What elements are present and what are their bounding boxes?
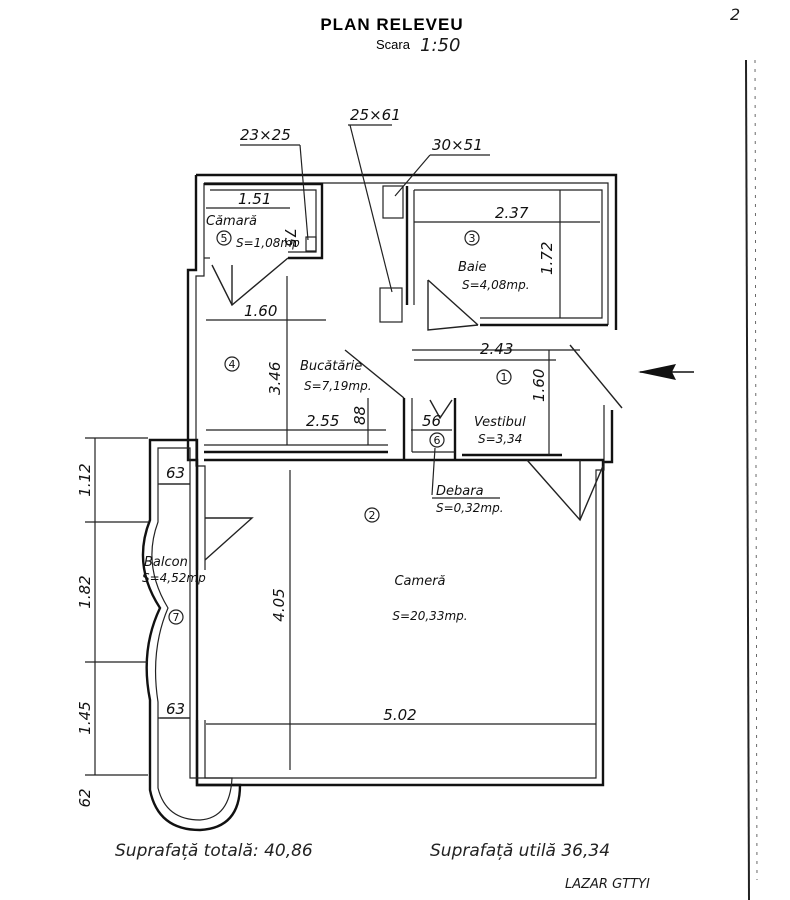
opening-right-label: 30×51 xyxy=(432,136,483,154)
room-5-area: S=1,08mp xyxy=(236,236,300,250)
room-3-area: S=4,08mp. xyxy=(462,278,530,292)
room-4-area: S=7,19mp. xyxy=(304,379,372,393)
room-7-name: Balcon xyxy=(144,555,188,570)
room-6-area: S=0,32mp. xyxy=(436,501,504,515)
scale-label: Scara xyxy=(376,37,411,52)
dim-left-2: 1.82 xyxy=(76,575,94,608)
dim-balcon-bottom: 63 xyxy=(166,700,185,718)
room-number-circles xyxy=(168,230,512,625)
room-3-name: Baie xyxy=(458,260,487,275)
dim-kitchen-width: 2.55 xyxy=(306,412,339,430)
baie-walls xyxy=(379,185,608,327)
room-6-number: 6 xyxy=(434,434,441,447)
scale-value: 1:50 xyxy=(420,35,460,56)
room-4-name: Bucătărie xyxy=(300,359,362,374)
door-swings xyxy=(204,257,623,561)
corner-mark: 2 xyxy=(730,5,740,24)
camara-walls xyxy=(204,182,324,260)
dim-camera-height: 4.05 xyxy=(270,588,288,621)
signature: LAZAR GTTYI xyxy=(565,877,650,892)
room-1-name: Vestibul xyxy=(474,415,526,430)
opening-left-label: 23×25 xyxy=(240,126,291,144)
room-5-number: 5 xyxy=(221,232,228,245)
room-2-number: 2 xyxy=(369,509,376,522)
dim-balcon-top: 63 xyxy=(166,464,185,482)
dim-camera-width: 5.02 xyxy=(383,706,416,724)
dim-kitchen-top: 1.60 xyxy=(244,302,277,320)
room-2-area: S=20,33mp. xyxy=(392,609,467,623)
dimension-lines xyxy=(85,207,600,776)
room-1-area: S=3,34 xyxy=(478,432,522,446)
dim-left-4: 62 xyxy=(76,788,94,807)
room-7-number: 7 xyxy=(173,611,180,624)
dim-left-3: 1.45 xyxy=(76,701,94,734)
room-5-name: Cămară xyxy=(206,214,257,229)
dim-debara-width: 56 xyxy=(422,412,441,430)
room-4-number: 4 xyxy=(229,358,236,371)
dim-camara-width: 1.51 xyxy=(238,190,271,208)
useful-area-label: Suprafață utilă 36,34 xyxy=(430,841,610,861)
balcony-outline xyxy=(141,438,242,832)
room-2-name: Cameră xyxy=(394,574,445,589)
dim-vestibul-height: 1.60 xyxy=(530,369,548,402)
room-3-number: 3 xyxy=(469,232,476,245)
dim-kitchen-88: 88 xyxy=(351,406,369,425)
room-7-area: S=4,52mp xyxy=(142,571,206,585)
dim-camara-height: 75 xyxy=(281,228,299,247)
page-edge-dotted xyxy=(754,59,758,881)
dim-baie-width: 2.37 xyxy=(495,204,529,222)
interior-walls xyxy=(204,349,604,462)
plan-title: PLAN RELEVEU xyxy=(320,15,463,34)
dim-vestibul-width: 2.43 xyxy=(480,340,513,358)
dim-baie-height: 1.72 xyxy=(538,242,556,275)
entrance-arrow-icon xyxy=(638,364,694,380)
room-1-number: 1 xyxy=(501,371,508,384)
room-6-name: Debara xyxy=(436,484,484,499)
dim-left-1: 1.12 xyxy=(76,463,94,496)
dim-kitchen-height: 3.46 xyxy=(266,362,284,395)
opening-middle-label: 25×61 xyxy=(350,106,401,124)
page-edge-line xyxy=(745,59,750,900)
total-area-label: Suprafață totală: 40,86 xyxy=(115,841,313,861)
opening-leaders xyxy=(240,124,500,499)
